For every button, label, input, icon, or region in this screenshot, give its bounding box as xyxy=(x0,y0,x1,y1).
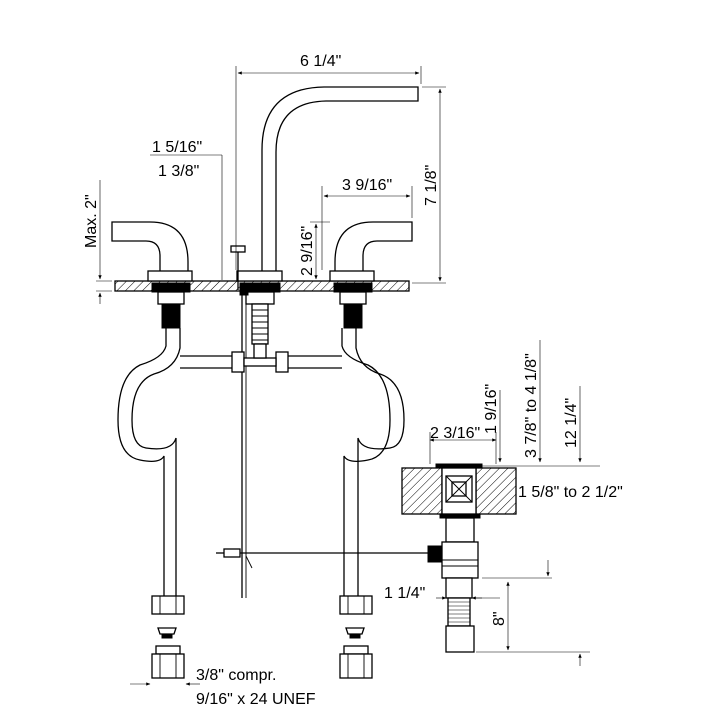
dim-handle-spacing: 3 9/16" xyxy=(342,177,392,194)
hose-nut-left xyxy=(151,595,185,679)
dim-handle-height: 2 9/16" xyxy=(299,226,316,276)
popup-linkage xyxy=(216,548,430,569)
dim-deck-thickness-range: 1 5/8" to 2 1/2" xyxy=(518,484,623,501)
side-view xyxy=(401,463,517,653)
hose-nut-right xyxy=(339,595,373,679)
dimension-labels: 6 1/4" 7 1/8" 3 9/16" 2 9/16" 1 5/16" 1 … xyxy=(83,53,623,708)
dim-side-height: 1 9/16" xyxy=(483,384,500,434)
dim-flange-a: 1 5/16" xyxy=(152,139,202,156)
handle-right xyxy=(329,221,413,329)
spout xyxy=(236,86,419,345)
tee-fitting xyxy=(231,343,289,373)
dim-spout-reach: 6 1/4" xyxy=(300,53,341,70)
dim-body-height-range: 3 7/8" to 4 1/8" xyxy=(523,353,540,458)
dim-tail-diameter: 1 1/4" xyxy=(384,585,425,602)
label-thread-spec: 9/16" x 24 UNEF xyxy=(196,691,316,708)
dim-flange-b: 1 3/8" xyxy=(158,163,199,180)
dim-overall-height: 12 1/4" xyxy=(563,398,580,448)
dim-tail-length: 8" xyxy=(491,611,508,626)
dim-spout-height: 7 1/8" xyxy=(423,165,440,206)
dim-max-deck: Max. 2" xyxy=(83,194,100,248)
dim-side-width: 2 3/16" xyxy=(430,425,480,442)
label-connection-type: 3/8" compr. xyxy=(196,667,276,684)
popup-rod xyxy=(230,245,249,598)
dimension-lines xyxy=(96,66,600,686)
handle-left xyxy=(111,221,193,329)
supply-hoses xyxy=(117,328,405,596)
